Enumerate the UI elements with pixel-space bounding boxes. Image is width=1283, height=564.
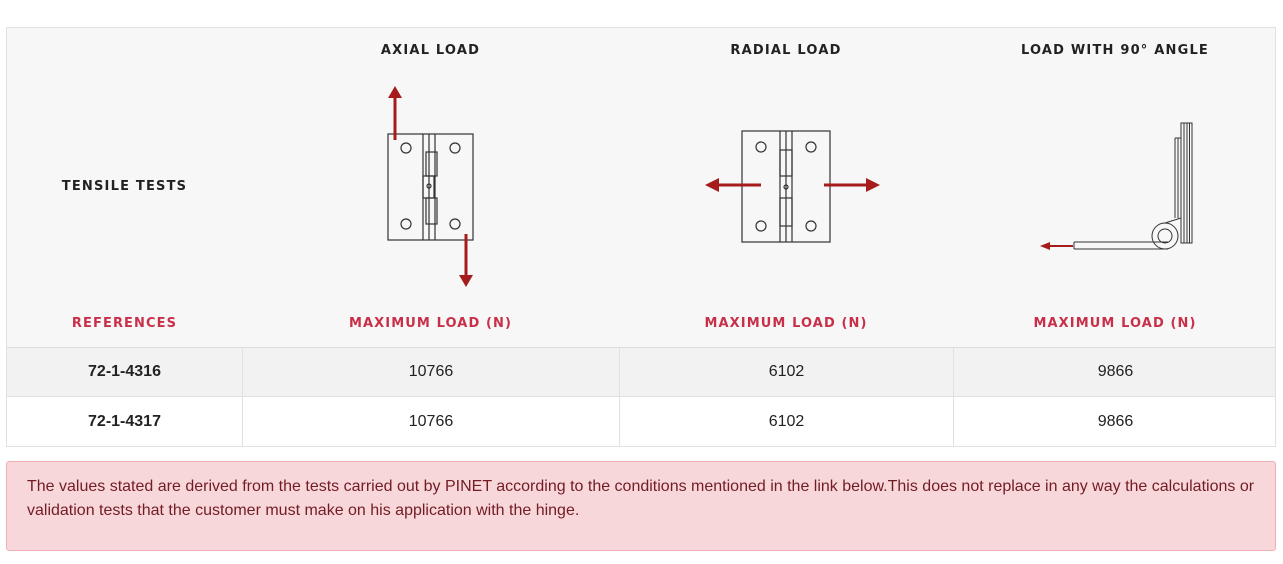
angle-load-title: LOAD WITH 90° ANGLE [1020, 43, 1210, 58]
axial-max-load-label: MAXIMUM LOAD (N) [348, 316, 513, 331]
table-row: 72-1-4316 10766 6102 9866 [7, 348, 1275, 397]
reference-cell: 72-1-4316 [88, 363, 161, 380]
radial-max-load-label: MAXIMUM LOAD (N) [704, 316, 868, 331]
tensile-test-table: TENSILE TESTS REFERENCES AXIAL LOAD [6, 27, 1276, 447]
disclaimer-alert: The values stated are derived from the t… [6, 461, 1276, 551]
angle-value-cell: 9866 [953, 348, 1277, 396]
reference-cell: 72-1-4317 [88, 412, 161, 430]
hinge-90-degree-load-icon [1040, 122, 1193, 250]
angle-max-load-label: MAXIMUM LOAD (N) [1033, 316, 1197, 331]
header-col-axial: AXIAL LOAD [242, 28, 619, 347]
header-col-radial: RADIAL LOAD [619, 28, 953, 347]
table-header: TENSILE TESTS REFERENCES AXIAL LOAD [7, 28, 1275, 348]
radial-load-title: RADIAL LOAD [730, 43, 842, 58]
table-row: 72-1-4317 10766 6102 9866 [7, 397, 1275, 446]
references-label: REFERENCES [71, 316, 178, 331]
axial-load-title: AXIAL LOAD [380, 43, 481, 58]
header-col-90-angle: LOAD WITH 90° ANGLE [953, 28, 1277, 347]
tensile-tests-label: TENSILE TESTS [61, 179, 188, 194]
radial-value-cell: 6102 [619, 397, 953, 446]
hinge-radial-load-icon [705, 130, 880, 243]
hinge-axial-load-icon [387, 86, 474, 287]
axial-value-cell: 10766 [242, 348, 619, 396]
angle-value-cell: 9866 [953, 397, 1277, 446]
radial-value-cell: 6102 [619, 348, 953, 396]
header-col-labels: TENSILE TESTS REFERENCES [7, 28, 242, 347]
axial-value-cell: 10766 [242, 397, 619, 446]
